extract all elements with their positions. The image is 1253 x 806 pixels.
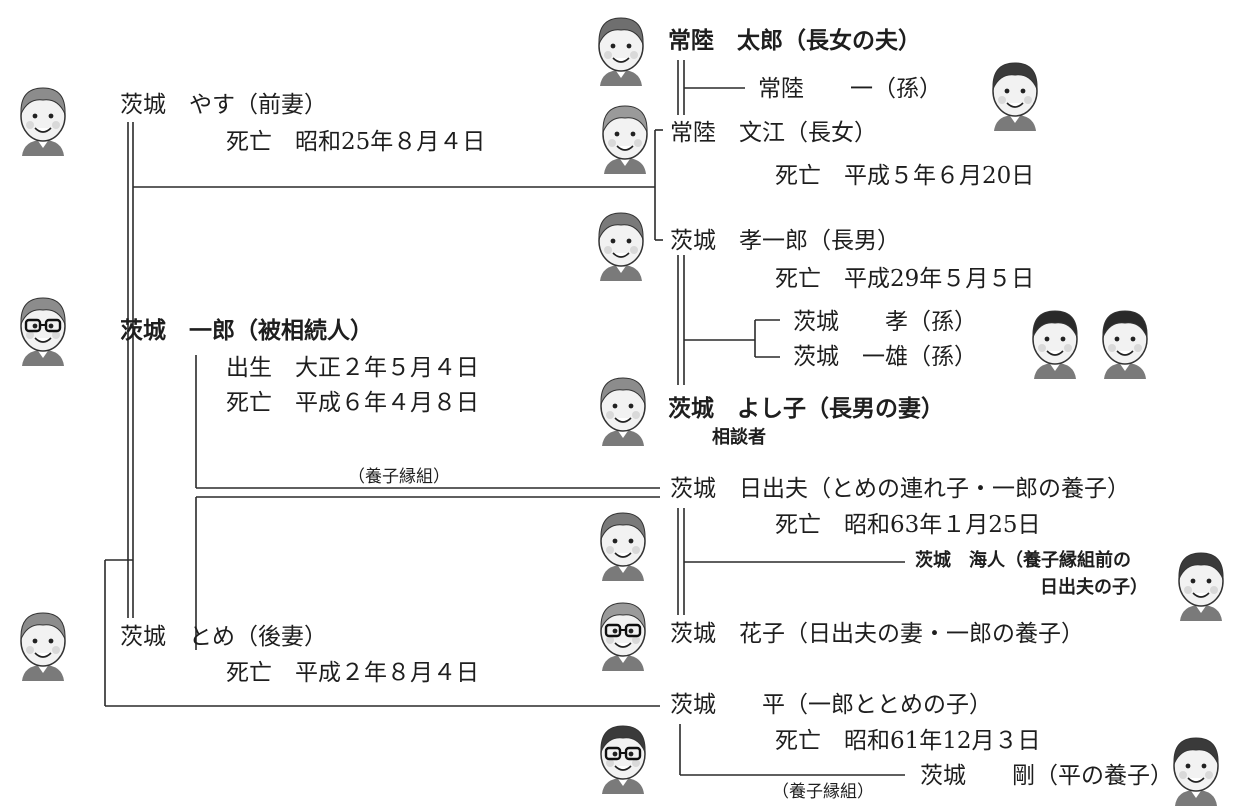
fumie-death: 死亡 平成５年６月20日 — [775, 163, 1035, 189]
kaito-label-line2: 日出夫の子） — [1040, 577, 1148, 598]
ichiro-face-icon — [20, 297, 66, 366]
tome-face-icon — [20, 612, 66, 681]
taro-face-icon — [598, 17, 644, 86]
hanako-label: 茨城 花子（日出夫の妻・一郎の養子） — [670, 621, 1084, 647]
takashi-face-icon — [1032, 310, 1078, 379]
hajime-label: 常陸 一（孫） — [758, 76, 942, 102]
taira-death: 死亡 昭和61年12月３日 — [775, 728, 1041, 754]
ichiro-surname: 茨城 — [120, 318, 166, 344]
taira-face-icon — [600, 725, 646, 794]
koichiro-death: 死亡 平成29年５月５日 — [775, 266, 1035, 292]
hideo-label: 茨城 日出夫（とめの連れ子・一郎の養子） — [670, 476, 1130, 502]
adoption-label-top: （養子縁組） — [348, 467, 450, 487]
kaito-face-icon — [1178, 552, 1224, 621]
hideo-death: 死亡 昭和63年１月25日 — [775, 512, 1041, 538]
ichiro-label: 茨城 一郎（被相続人） — [120, 318, 373, 344]
takashi-label: 茨城 孝（孫） — [793, 309, 977, 335]
yoshiko-face-icon — [600, 377, 646, 446]
yasu-label: 茨城 やす（前妻） — [120, 92, 327, 118]
taira-label: 茨城 平（一郎ととめの子） — [670, 692, 992, 718]
yoshiko-label: 茨城 よし子（長男の妻） — [668, 396, 944, 422]
tome-death: 死亡 平成２年８月４日 — [226, 660, 479, 686]
fumie-face-icon — [602, 105, 648, 174]
taro-given: 太郎（長女の夫） — [737, 28, 921, 54]
hanako-face-icon — [600, 602, 646, 671]
adoption-label-bottom: （養子縁組） — [772, 782, 874, 802]
fumie-label: 常陸 文江（長女） — [670, 120, 877, 146]
ichiro-birth: 出生 大正２年５月４日 — [226, 355, 479, 381]
taro-label: 常陸 太郎（長女の夫） — [668, 28, 921, 54]
ichiro-death: 死亡 平成６年４月８日 — [226, 390, 479, 416]
kaito-given: 海人（養子縁組前の — [969, 550, 1131, 571]
tsuyoshi-face-icon — [1173, 737, 1219, 806]
yasu-face-icon — [20, 87, 66, 156]
hideo-face-icon — [600, 512, 646, 581]
consultant-note: 相談者 — [712, 427, 766, 448]
koichiro-face-icon — [598, 212, 644, 281]
kazuo-face-icon — [1102, 310, 1148, 379]
yoshiko-surname: 茨城 — [668, 396, 714, 422]
ichiro-given: 一郎（被相続人） — [189, 318, 373, 344]
kazuo-label: 茨城 一雄（孫） — [793, 344, 977, 370]
taro-surname: 常陸 — [668, 28, 714, 54]
kaito-label: 茨城 海人（養子縁組前の — [915, 549, 1131, 573]
tsuyoshi-label: 茨城 剛（平の養子） — [920, 763, 1173, 789]
yoshiko-given: よし子（長男の妻） — [737, 396, 944, 422]
tome-label: 茨城 とめ（後妻） — [120, 624, 327, 650]
yasu-death: 死亡 昭和25年８月４日 — [226, 129, 486, 155]
hajime-face-icon — [992, 62, 1038, 131]
koichiro-label: 茨城 孝一郎（長男） — [670, 228, 900, 254]
kaito-surname: 茨城 — [915, 550, 951, 571]
